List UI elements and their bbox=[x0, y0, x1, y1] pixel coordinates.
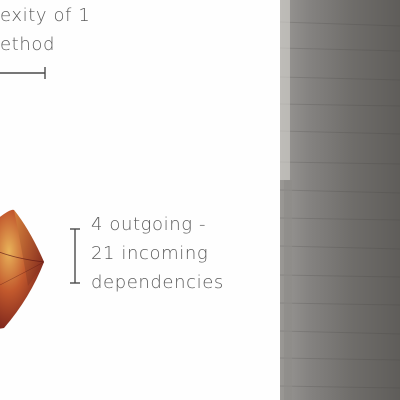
caption-top-line-2: ethod bbox=[0, 34, 55, 55]
figure-graphics bbox=[0, 67, 80, 329]
height-measure-bracket bbox=[70, 228, 80, 284]
caption-top-line-1: exity of 1 bbox=[0, 5, 91, 26]
caption-right-line-3: dependencies bbox=[91, 272, 224, 293]
caption-right-line-1: 4 outgoing - bbox=[91, 214, 207, 235]
photo-texture bbox=[280, 0, 400, 400]
caption-right-line-2: 21 incoming bbox=[91, 243, 209, 264]
photo-background-strip bbox=[280, 0, 400, 400]
figure-panel: exity of 1 ethod bbox=[0, 5, 224, 329]
width-measure-line bbox=[0, 67, 46, 79]
metric-shape bbox=[0, 209, 45, 329]
